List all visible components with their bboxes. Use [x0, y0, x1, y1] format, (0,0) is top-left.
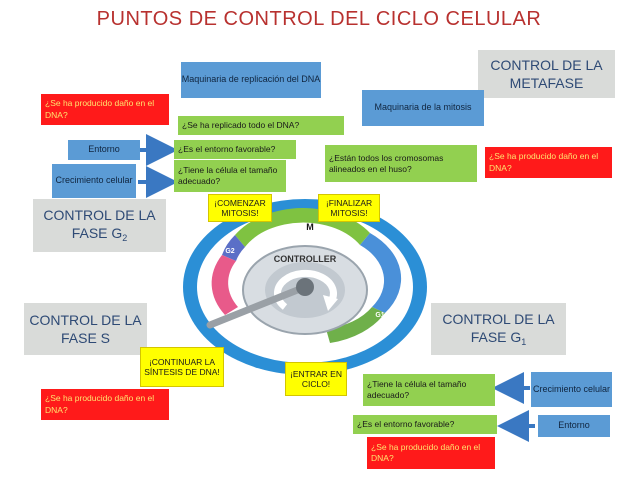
crecimiento-left-box: Crecimiento celular [52, 164, 136, 198]
phase-m-label: M [306, 222, 314, 232]
entorno-right-label: Entorno [558, 420, 590, 431]
dna-damage-right-top-box: ¿Se ha producido daño en el DNA? [485, 147, 612, 178]
control-metafase-box: CONTROL DE LA METAFASE [478, 50, 615, 98]
dna-damage-left-bottom-box: ¿Se ha producido daño en el DNA? [41, 389, 169, 420]
phase-g1b-arc [326, 307, 385, 343]
phase-g1-label: G1 [375, 312, 384, 319]
control-g1-box: CONTROL DE LA FASE G1 [431, 303, 566, 355]
replicado-question-box: ¿Se ha replicado todo el DNA? [178, 116, 344, 135]
crecimiento-right-box: Crecimiento celular [531, 372, 612, 407]
entrar-ciclo-box: ¡ENTRAR EN CICLO! [285, 362, 347, 396]
dna-damage-left-bottom-question: ¿Se ha producido daño en el DNA? [45, 393, 155, 415]
phase-s-arc [211, 255, 238, 315]
dial-hub [296, 278, 314, 296]
dna-damage-left-top-box: ¿Se ha producido daño en el DNA? [41, 94, 169, 125]
dial-needle [206, 283, 309, 329]
page-title: PUNTOS DE CONTROL DEL CICLO CELULAR [96, 8, 542, 30]
controller-label: CONTROLLER [274, 254, 337, 264]
phase-g2-label: G2 [225, 248, 234, 255]
cell-cycle-dial: CONTROLLER M G2 G1 S [183, 199, 427, 375]
entrar-ciclo-label: ¡ENTRAR EN CICLO! [290, 368, 342, 389]
entorno-favorable-bottom-box: ¿Es el entorno favorable? [353, 415, 497, 434]
control-s-box: CONTROL DE LA FASE S [24, 303, 147, 355]
control-s-label: CONTROL DE LA FASE S [29, 311, 142, 346]
continuar-sintesis-label: ¡CONTINUAR LA SÍNTESIS DE DNA! [144, 356, 220, 377]
crecimiento-left-label: Crecimiento celular [55, 175, 133, 186]
phase-s-label: S [236, 328, 241, 335]
entorno-favorable-top-question: ¿Es el entorno favorable? [178, 144, 276, 155]
replicacion-machinery-label: Maquinaria de replicación del DNA [181, 74, 321, 85]
dna-damage-left-top-question: ¿Se ha producido daño en el DNA? [45, 98, 155, 120]
comenzar-mitosis-label: ¡COMENZAR MITOSIS! [214, 197, 266, 218]
finalizar-mitosis-box: ¡FINALIZAR MITOSIS! [318, 194, 380, 222]
continuar-sintesis-box: ¡CONTINUAR LA SÍNTESIS DE DNA! [140, 347, 224, 387]
mitosis-machinery-box: Maquinaria de la mitosis [362, 90, 484, 126]
dna-damage-right-top-question: ¿Se ha producido daño en el DNA? [489, 151, 599, 173]
entorno-left-box: Entorno [68, 140, 140, 160]
phase-g2-arc [222, 235, 245, 261]
cromosomas-question: ¿Están todos los cromosomas alineados en… [329, 152, 444, 174]
dna-damage-bottom-center-question: ¿Se ha producido daño en el DNA? [371, 441, 481, 463]
entorno-right-box: Entorno [538, 415, 610, 437]
control-g1-label: CONTROL DE LA FASE G1 [442, 310, 555, 347]
control-g2-box: CONTROL DE LA FASE G2 [33, 199, 166, 252]
mitosis-machinery-label: Maquinaria de la mitosis [374, 102, 472, 113]
tamano-bottom-question: ¿Tiene la célula el tamaño adecuado? [367, 379, 467, 400]
tamano-bottom-box: ¿Tiene la célula el tamaño adecuado? [363, 374, 495, 406]
entorno-favorable-top-box: ¿Es el entorno favorable? [174, 140, 296, 159]
control-metafase-label: CONTROL DE LA METAFASE [490, 56, 603, 91]
phase-g1-arc [360, 233, 402, 313]
replicado-question: ¿Se ha replicado todo el DNA? [182, 120, 300, 131]
finalizar-mitosis-label: ¡FINALIZAR MITOSIS! [325, 197, 373, 218]
crecimiento-right-label: Crecimiento celular [532, 383, 611, 394]
comenzar-mitosis-box: ¡COMENZAR MITOSIS! [208, 194, 272, 222]
tamano-top-question: ¿Tiene la célula el tamaño adecuado? [178, 165, 278, 186]
control-g2-label: CONTROL DE LA FASE G2 [43, 207, 156, 244]
cromosomas-question-box: ¿Están todos los cromosomas alineados en… [325, 145, 477, 182]
replicacion-machinery-box: Maquinaria de replicación del DNA [181, 62, 321, 98]
tamano-top-box: ¿Tiene la célula el tamaño adecuado? [174, 160, 286, 192]
entorno-favorable-bottom-question: ¿Es el entorno favorable? [357, 419, 455, 430]
entorno-left-label: Entorno [88, 144, 120, 155]
dna-damage-bottom-center-box: ¿Se ha producido daño en el DNA? [367, 437, 495, 469]
